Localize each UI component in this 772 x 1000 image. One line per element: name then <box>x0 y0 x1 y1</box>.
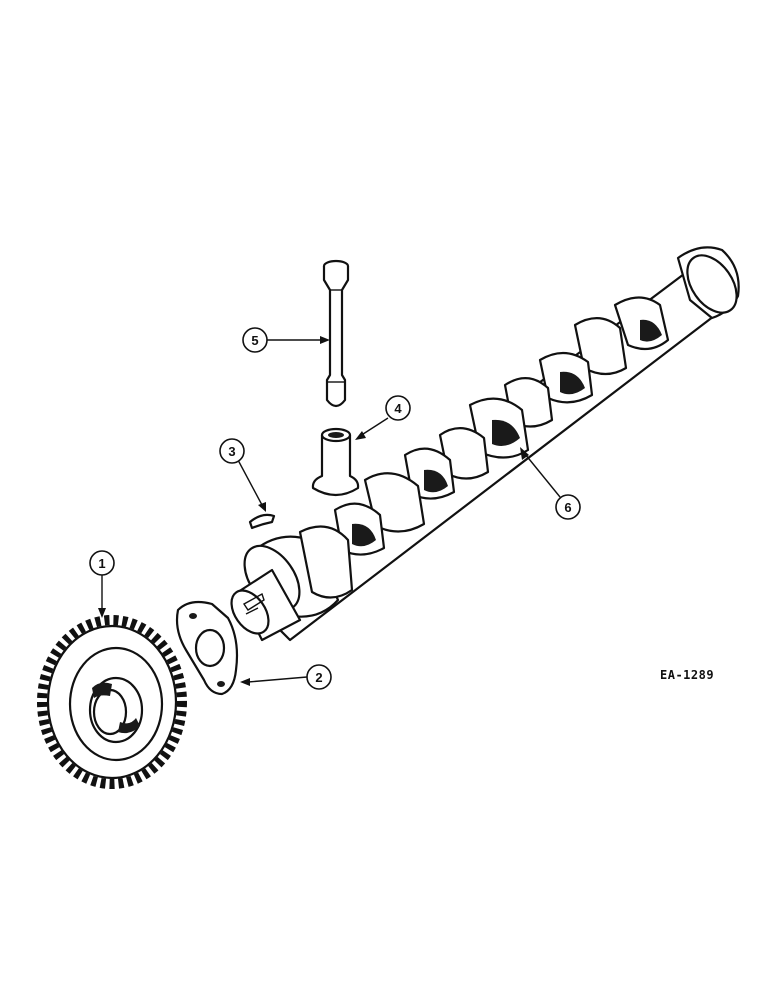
woodruff-key <box>248 513 276 530</box>
callout-4: 4 <box>385 395 411 421</box>
drawing-id: EA-1289 <box>660 668 715 682</box>
callout-5: 5 <box>242 327 268 353</box>
callout-3-label: 3 <box>228 444 235 459</box>
callout-1-label: 1 <box>98 556 105 571</box>
callout-3: 3 <box>219 438 245 464</box>
callout-5-label: 5 <box>251 333 258 348</box>
thrust-plate <box>175 600 239 696</box>
push-rod <box>322 259 350 408</box>
camshaft <box>230 246 740 642</box>
callout-2: 2 <box>306 664 332 690</box>
leader-lines <box>98 336 561 686</box>
tappet <box>311 427 360 497</box>
callout-2-label: 2 <box>315 670 322 685</box>
callout-4-label: 4 <box>394 401 402 416</box>
callout-6: 6 <box>555 494 581 520</box>
callout-6-label: 6 <box>564 500 571 515</box>
callout-1: 1 <box>89 550 115 576</box>
camshaft-gear <box>37 615 187 789</box>
